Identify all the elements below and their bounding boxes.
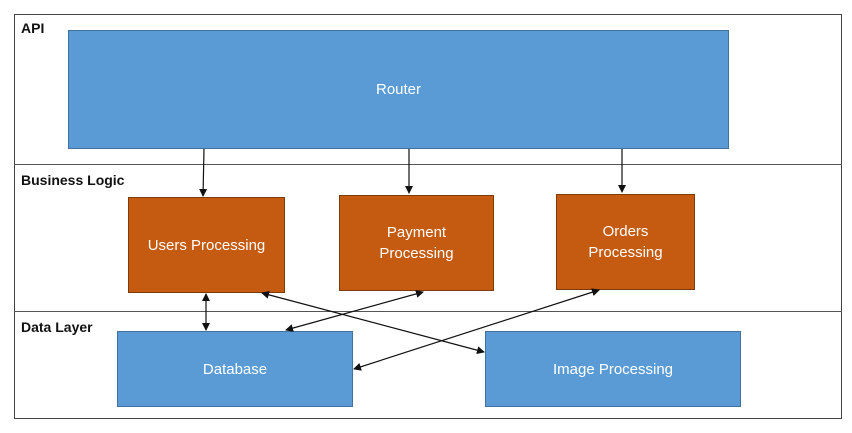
router-label: Router xyxy=(375,81,422,98)
layer-label-data-layer: Data Layer xyxy=(21,319,93,335)
layer-label-business-logic: Business Logic xyxy=(21,172,125,188)
database-box: Database xyxy=(117,331,353,407)
payment-processing-box: Payment Processing xyxy=(339,195,494,291)
orders-processing-box: Orders Processing xyxy=(556,194,695,290)
image-processing-label: Image Processing xyxy=(552,360,674,378)
layer-divider-business-data xyxy=(14,311,842,312)
image-processing-box: Image Processing xyxy=(485,331,741,407)
router-box: Router xyxy=(68,30,729,149)
layer-label-api: API xyxy=(21,20,45,36)
orders-processing-label: Orders Processing xyxy=(588,223,663,261)
payment-processing-label: Payment Processing xyxy=(379,224,454,262)
database-label: Database xyxy=(202,360,268,378)
users-processing-box: Users Processing xyxy=(128,197,285,293)
users-processing-label: Users Processing xyxy=(147,236,266,254)
layer-divider-api-business xyxy=(14,164,842,165)
